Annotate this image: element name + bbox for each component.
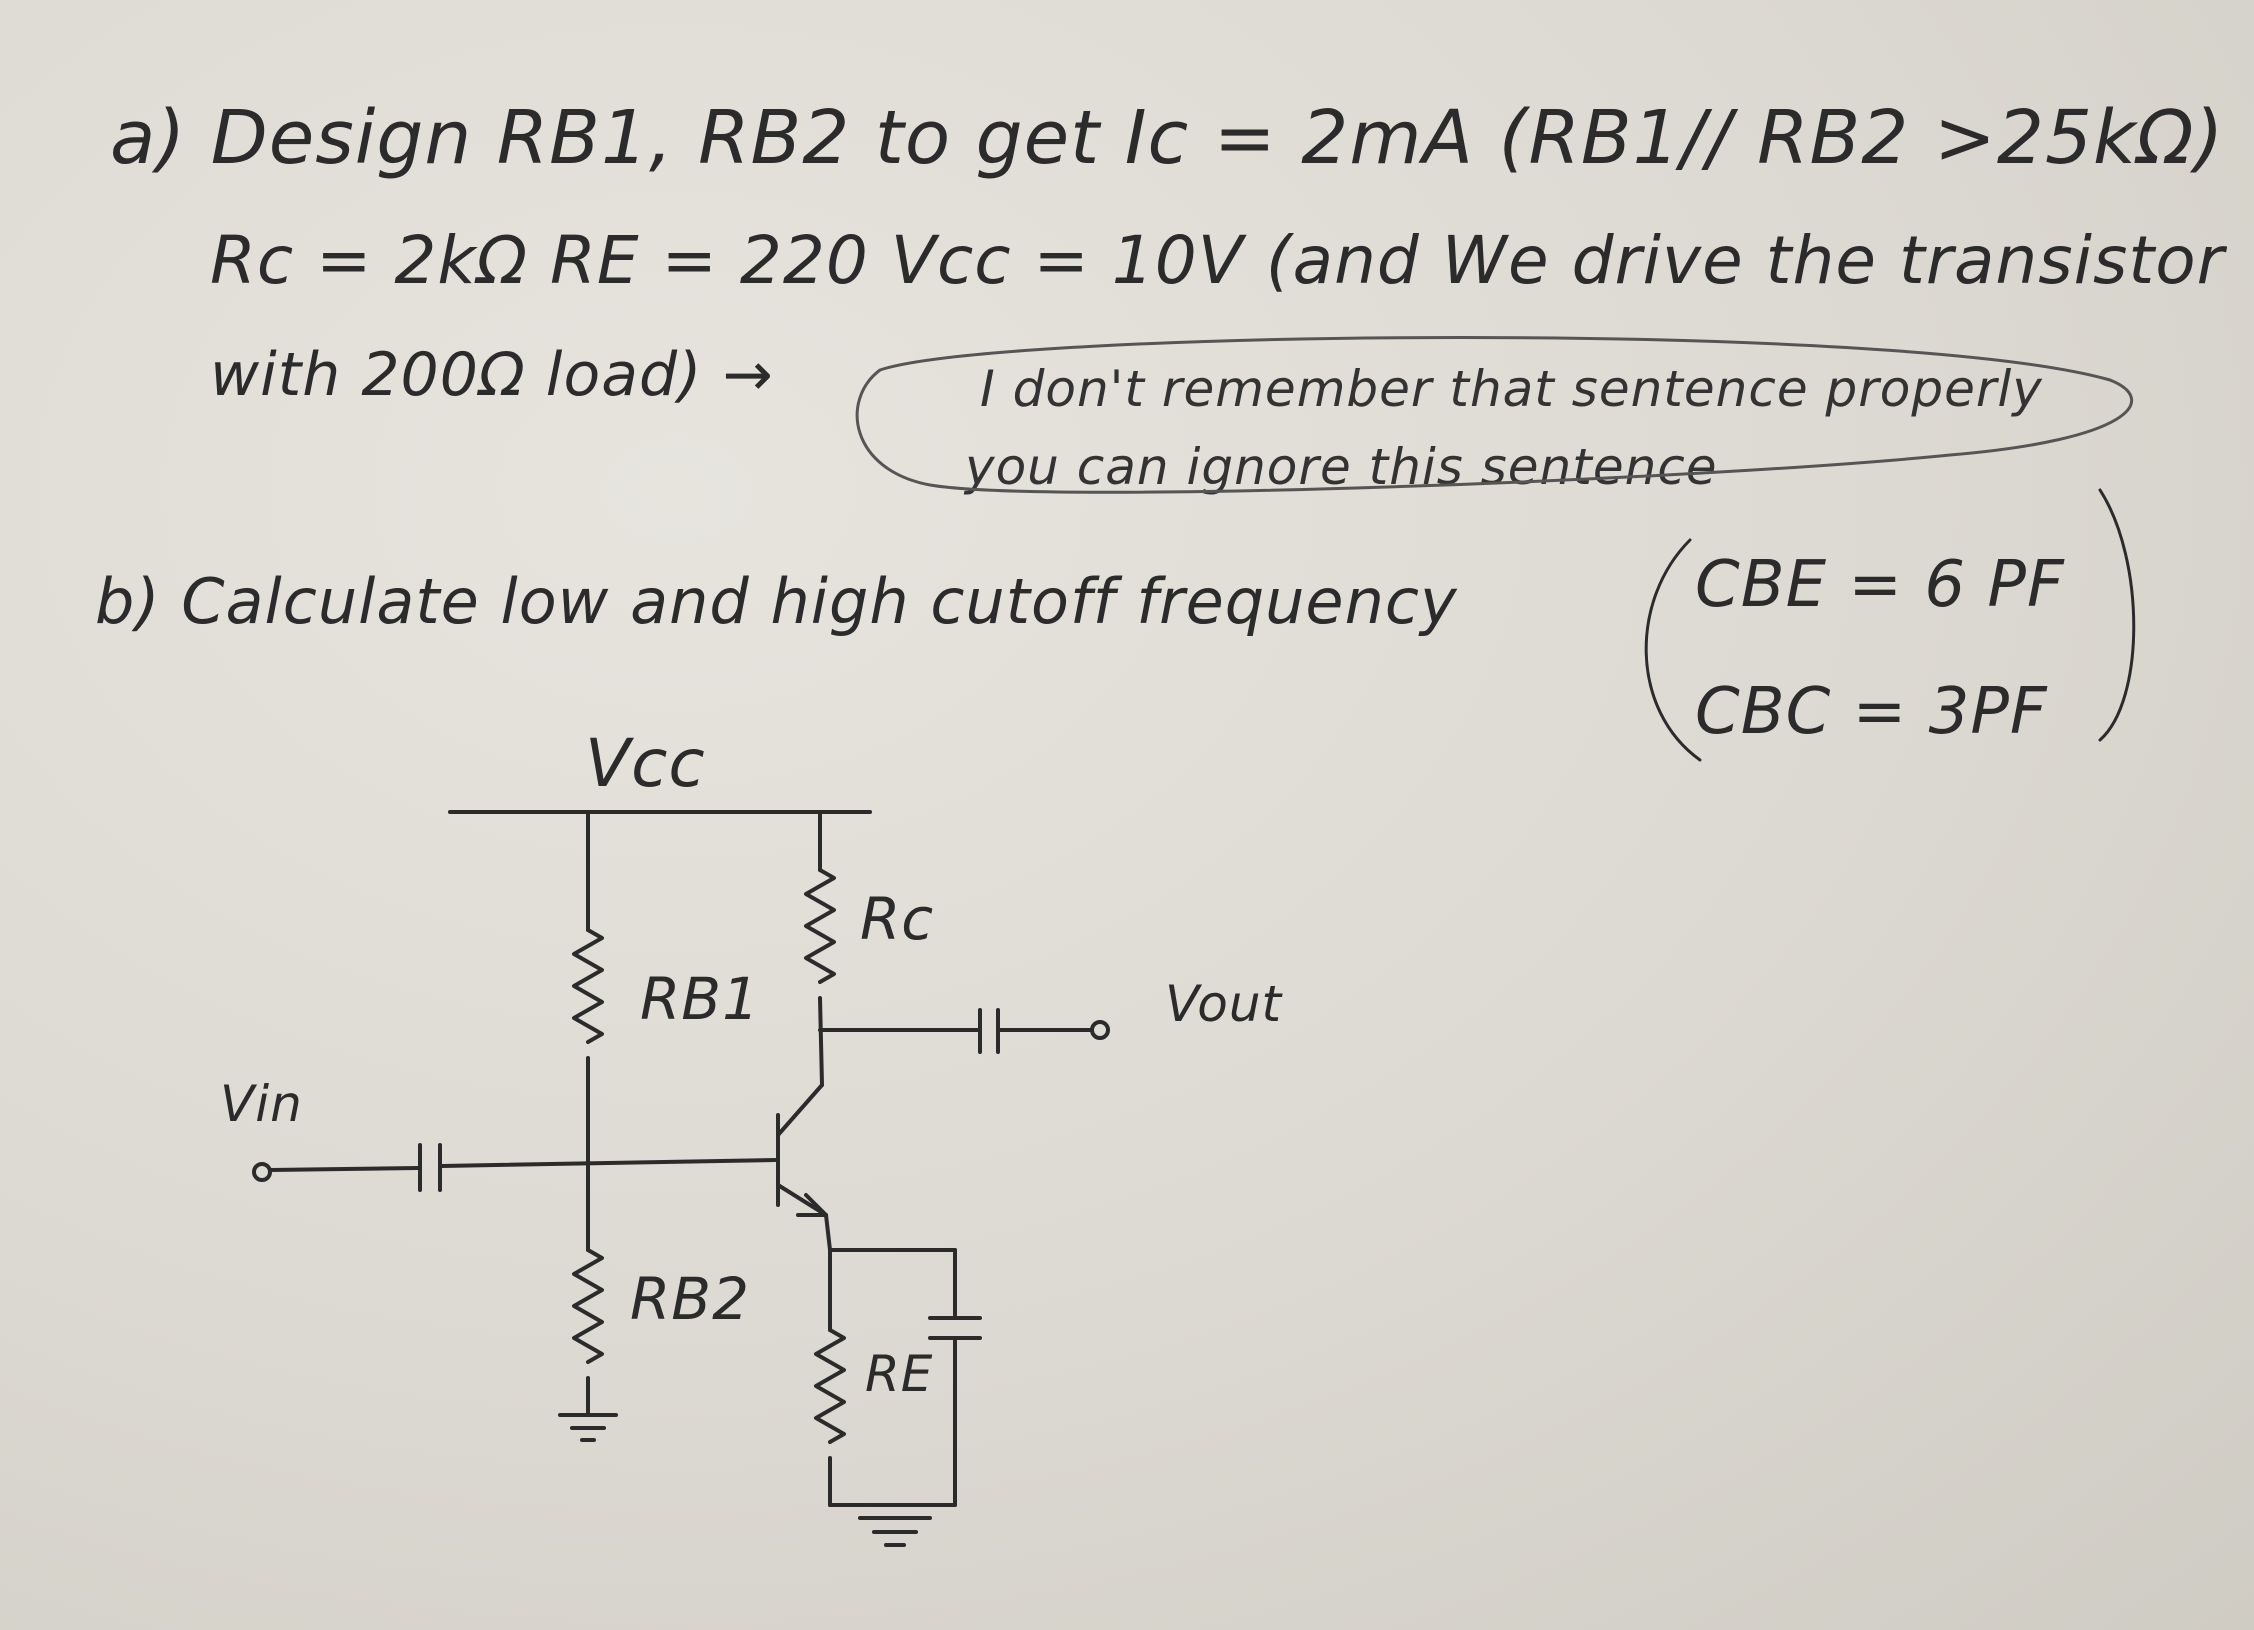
part-a-line-2: Rc = 2kΩ RE = 220 Vcc = 10V (and We driv… — [210, 222, 2225, 299]
cap-bc-value: CBC = 3PF — [1695, 675, 2048, 749]
rb1-label: RB1 — [640, 965, 760, 1033]
note-line-2: you can ignore this sentence — [965, 438, 1718, 496]
cap-be-value: CBE = 6 PF — [1695, 548, 2065, 622]
note-ellipse — [855, 336, 2134, 494]
vin-terminal — [252, 1162, 272, 1182]
note-line-1: I don't remember that sentence properly — [980, 360, 2043, 418]
vin-label: Vin — [220, 1075, 303, 1133]
cap-bracket-right — [2098, 488, 2136, 742]
vout-label: Vout — [1165, 975, 1283, 1033]
rc-label: Rc — [860, 885, 935, 953]
rb2-resistor — [572, 1248, 604, 1364]
cap-bracket-left — [1644, 538, 1702, 762]
wire-vin — [268, 1166, 420, 1172]
transistor-collector — [776, 1083, 824, 1137]
rb1-resistor — [572, 928, 604, 1044]
wire-emitter-down — [824, 1213, 832, 1252]
vout-terminal — [1090, 1020, 1110, 1040]
vcc-label: Vcc — [585, 725, 706, 802]
wire-cin-base — [440, 1158, 777, 1168]
part-a-line-3: with 200Ω load) → — [210, 340, 774, 410]
rb2-label: RB2 — [630, 1265, 750, 1333]
re-resistor — [814, 1328, 846, 1444]
transistor-emitter — [776, 1183, 828, 1217]
part-a-line-1: a) Design RB1, RB2 to get Ic = 2mA (RB1/… — [110, 95, 2225, 181]
wire-rc-collector — [818, 996, 824, 1087]
rc-resistor — [804, 868, 836, 984]
re-label: RE — [865, 1345, 934, 1403]
part-b-line: b) Calculate low and high cutoff frequen… — [95, 565, 1458, 638]
